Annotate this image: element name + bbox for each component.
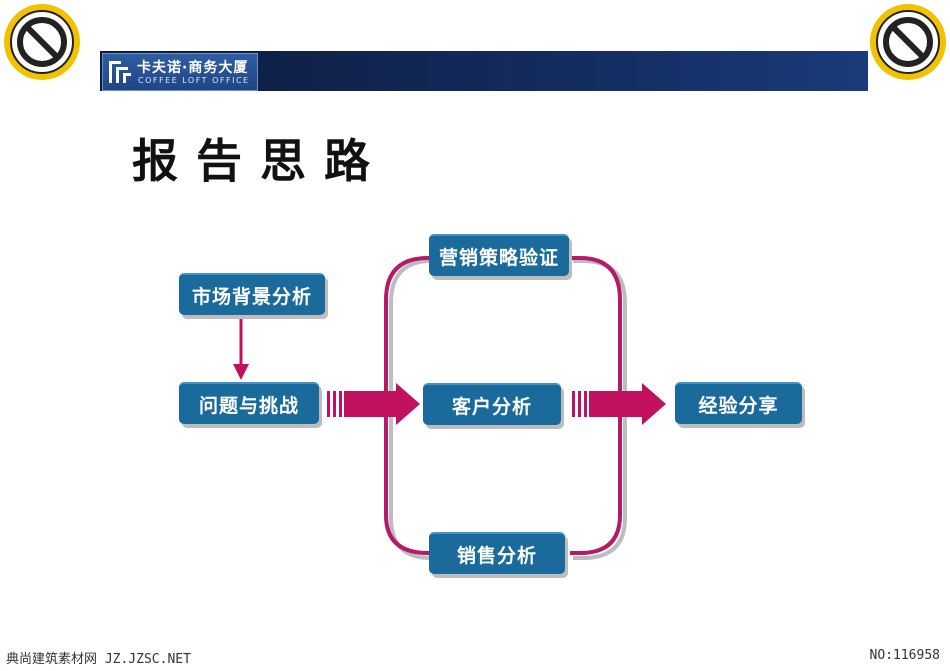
node-market-background: 市场背景分析 [179,273,325,315]
down-arrow-head [233,364,249,380]
pdf-xchange-stamp-right[interactable] [868,2,948,82]
node-sales-analysis: 销售分析 [429,532,565,574]
company-logo: 卡夫诺·商务大厦 COFFEE LOFT OFFICE [102,53,258,91]
footer-watermark-number: NO:116958 [869,648,940,663]
logo-chinese-name: 卡夫诺·商务大厦 [137,60,249,76]
node-problems-challenges: 问题与挑战 [179,382,319,424]
node-customer-analysis: 客户分析 [423,383,561,425]
logo-english-name: COFFEE LOFT OFFICE [138,76,250,85]
block-arrow-1 [327,383,420,425]
logo-mark-icon [109,61,131,83]
page-title: 报告思路 [132,134,388,188]
node-strategy-validation: 营销策略验证 [429,234,569,276]
block-arrow-2 [572,383,666,425]
node-experience-sharing: 经验分享 [675,382,802,424]
footer-watermark-site: 典尚建筑素材网 JZ.JZSC.NET [6,652,191,667]
pdf-xchange-stamp-left[interactable] [2,2,82,82]
